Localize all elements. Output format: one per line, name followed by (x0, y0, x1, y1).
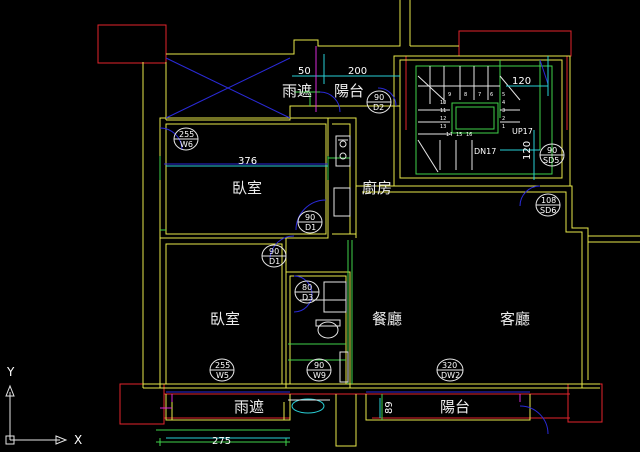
stair-up-label: UP17 (512, 127, 533, 136)
svg-text:W9: W9 (313, 371, 326, 380)
dimension-120-horizontal: 120 (512, 76, 531, 87)
dimension-89: 89 (384, 401, 395, 414)
room-label-rain-shelter-top: 雨遮 (282, 82, 312, 100)
tag-dw2: 320 DW2 (436, 358, 464, 382)
room-label-balcony-top: 陽台 (334, 82, 364, 100)
stair-step-number: 3 (502, 108, 505, 114)
stair-down-label: DN17 (474, 147, 496, 156)
svg-text:D2: D2 (373, 103, 384, 112)
stair-step-number: 13 (440, 124, 446, 130)
tag-sd5: 90 SD5 (539, 143, 565, 167)
dimension-200: 200 (348, 66, 367, 77)
svg-text:SD5: SD5 (543, 156, 559, 165)
tag-d1-lower: 90 D1 (261, 244, 287, 268)
stair-step-number: 11 (440, 108, 446, 114)
room-label-rain-shelter-bottom: 雨遮 (234, 398, 264, 416)
room-label-dining: 餐廳 (372, 310, 402, 328)
dimension-50: 50 (298, 66, 311, 77)
dimension-376: 376 (238, 156, 257, 167)
tag-w6: 255 W6 (173, 127, 199, 151)
svg-text:90: 90 (547, 146, 557, 155)
ucs-icon: Y X (5, 365, 82, 447)
stair-step-number: 12 (440, 116, 446, 122)
room-label-balcony-bottom: 陽台 (440, 398, 470, 416)
svg-text:108: 108 (541, 196, 556, 205)
svg-text:80: 80 (302, 283, 312, 292)
red-structural-elements (97, 24, 603, 425)
svg-text:90: 90 (305, 213, 315, 222)
stair-step-number: 16 (466, 132, 472, 138)
door-window-tags: 255 W6 90 D2 90 SD5 108 SD6 90 D1 (173, 90, 565, 382)
dimension-275: 275 (212, 436, 231, 447)
svg-text:90: 90 (314, 361, 324, 370)
green-fixtures (156, 60, 553, 446)
svg-text:90: 90 (269, 247, 279, 256)
svg-text:D1: D1 (305, 223, 316, 232)
stair-labels: UP17 DN17 9 8 7 6 5 4 10 3 11 2 12 1 13 … (440, 92, 533, 156)
svg-text:255: 255 (215, 361, 230, 370)
ucs-y-label: Y (6, 365, 15, 379)
dimension-lines (166, 54, 549, 439)
svg-text:255: 255 (179, 130, 194, 139)
stair-step-number: 4 (502, 100, 505, 106)
room-label-living: 客廳 (500, 310, 530, 328)
stair-step-number: 1 (502, 124, 505, 130)
stair-step-number: 15 (456, 132, 462, 138)
stair-step-number: 9 (448, 92, 451, 98)
svg-text:DW2: DW2 (441, 371, 460, 380)
stair-step-number: 6 (490, 92, 493, 98)
svg-text:D1: D1 (269, 257, 280, 266)
stair-step-number: 2 (502, 116, 505, 122)
room-labels: 臥室 臥室 廚房 餐廳 客廳 雨遮 陽台 雨遮 陽台 (210, 82, 530, 416)
svg-text:320: 320 (442, 361, 457, 370)
stair-step-number: 8 (464, 92, 467, 98)
svg-text:90: 90 (374, 93, 384, 102)
magenta-accents (160, 46, 521, 409)
tag-d3: 80 D3 (294, 280, 320, 304)
tag-d2: 90 D2 (366, 90, 392, 114)
room-label-bedroom-top: 臥室 (232, 179, 262, 197)
stair-step-number: 14 (446, 132, 452, 138)
tag-w9: 90 W9 (306, 358, 332, 382)
svg-text:W6: W6 (180, 140, 193, 149)
stair-treads (300, 66, 521, 301)
tag-d1-upper: 90 D1 (297, 210, 323, 234)
room-label-bedroom-bottom: 臥室 (210, 310, 240, 328)
stair-step-number: 5 (502, 92, 505, 98)
dimension-labels: 50 200 120 120 376 275 89 (212, 66, 533, 447)
svg-text:D3: D3 (302, 293, 313, 302)
dimension-120-vertical: 120 (522, 141, 533, 160)
stair-step-number: 7 (478, 92, 481, 98)
stair-step-number: 10 (440, 100, 446, 106)
svg-text:W5: W5 (216, 371, 229, 380)
room-label-kitchen: 廚房 (362, 179, 392, 197)
svg-text:SD6: SD6 (540, 206, 556, 215)
tag-sd6: 108 SD6 (535, 193, 561, 217)
tag-w5: 255 W5 (209, 358, 235, 382)
ucs-x-label: X (74, 433, 82, 447)
